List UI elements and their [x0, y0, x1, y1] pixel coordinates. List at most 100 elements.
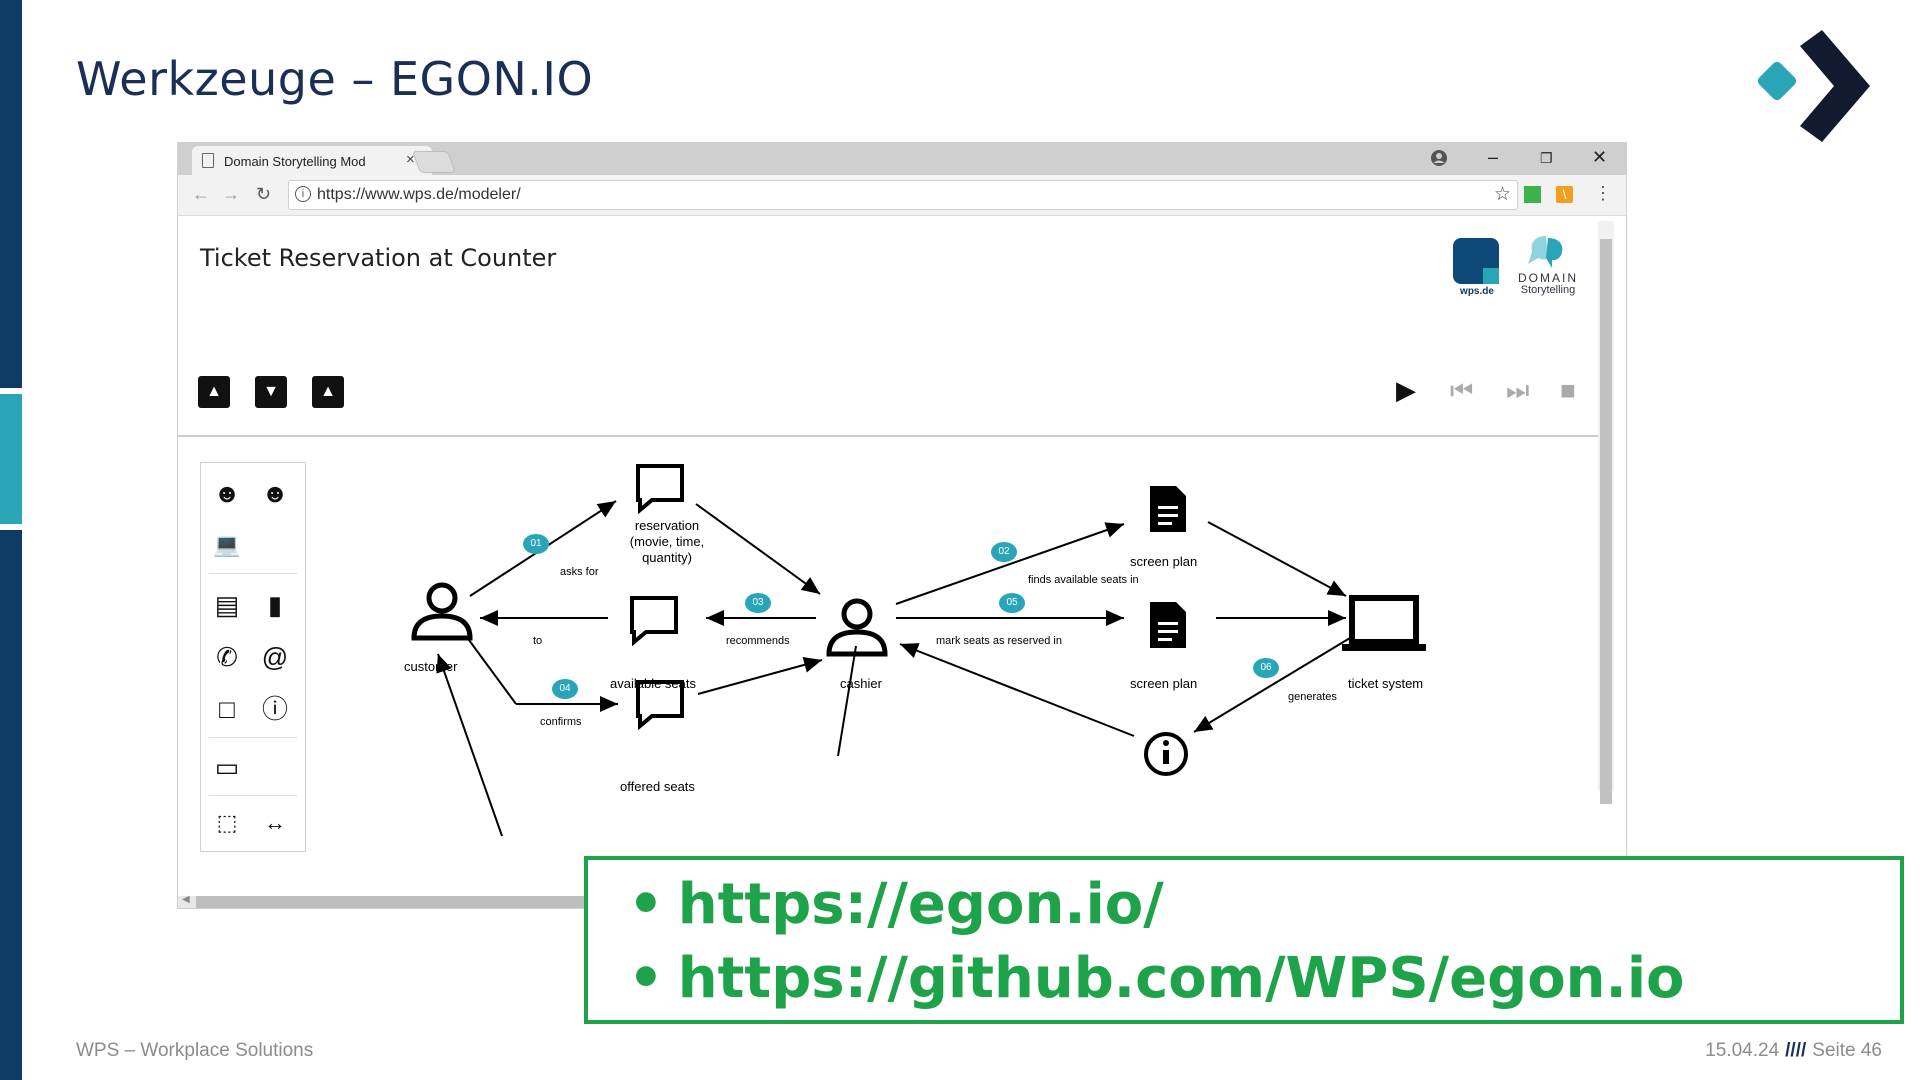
restore-button[interactable]: ❐ [1540, 150, 1553, 166]
activity-06-number: 06 [1260, 662, 1272, 673]
folder-icon[interactable]: ▮ [267, 590, 283, 620]
group-icon[interactable]: ☻ [261, 478, 289, 508]
browser-menu-icon[interactable]: ⋮ [1594, 183, 1612, 203]
browser-toolbar: ← → ↻ i https://www.wps.de/modeler/ ☆ \ … [178, 175, 1626, 216]
story-title: Ticket Reservation at Counter [200, 244, 557, 272]
info-icon[interactable]: ⓘ [261, 694, 288, 724]
available-seats-conversation-icon[interactable] [630, 596, 678, 647]
previous-step-icon[interactable]: ⏮ [1450, 375, 1474, 405]
screen-plan-document-icon[interactable] [1150, 602, 1186, 648]
bullet: • [628, 946, 664, 1011]
page-icon [202, 153, 214, 168]
activity-03-label: recommends [726, 635, 790, 647]
offered-seats-conversation-icon[interactable] [636, 680, 684, 731]
reservation-label-line: quantity) [642, 550, 692, 565]
tab-strip: Domain Storytelling Mod × – ❐ ✕ [178, 143, 1626, 175]
browser-tab[interactable]: Domain Storytelling Mod × [192, 146, 432, 175]
sheets-extension-icon[interactable] [1524, 186, 1541, 203]
address-bar[interactable]: i https://www.wps.de/modeler/ ☆ [288, 180, 1518, 210]
footer-date: 15.04.24 [1705, 1040, 1780, 1061]
image-export-icon[interactable]: ▲ [312, 376, 344, 408]
email-icon[interactable]: @ [261, 642, 289, 672]
link-github-text[interactable]: https://github.com/WPS/egon.io [677, 946, 1685, 1011]
footer-separator: //// [1785, 1040, 1807, 1061]
wps-logo [1453, 238, 1499, 284]
screen-plan-label: screen plan [1130, 676, 1198, 691]
story-diagram [411, 464, 1426, 837]
document-icon[interactable]: ▤ [214, 590, 240, 620]
cashier-actor-icon[interactable] [826, 598, 888, 657]
link-egon-io-text[interactable]: https://egon.io/ [677, 872, 1164, 937]
close-window-button[interactable]: ✕ [1592, 147, 1608, 167]
slide-title: Werkzeuge – EGON.IO [76, 52, 594, 106]
stop-icon[interactable]: ■ [1560, 375, 1576, 405]
activity-number-badges [523, 534, 1279, 699]
new-tab-button[interactable] [411, 151, 457, 173]
screen-plan-document-icon[interactable] [1150, 486, 1186, 532]
side-accent-bar-middle [0, 394, 22, 524]
activity-03-number: 03 [752, 597, 764, 608]
palette-divider [209, 573, 297, 574]
reload-button[interactable]: ↻ [256, 184, 272, 204]
vertical-scroll-thumb[interactable] [1600, 239, 1612, 804]
ticket-info-icon[interactable] [1144, 732, 1188, 776]
space-tool-icon[interactable]: ↔ [264, 810, 286, 835]
activity-06-label: generates [1288, 691, 1337, 703]
forward-button[interactable]: → [222, 184, 240, 204]
reservation-label-line: reservation [634, 518, 700, 533]
cashier-label: cashier [840, 676, 882, 691]
domain-storytelling-logo-icon [1528, 236, 1563, 268]
footer-page-number: Seite 46 [1812, 1040, 1882, 1061]
links-callout-box: •https://egon.io/ •https://github.com/WP… [584, 856, 1904, 1024]
horizontal-scrollbar[interactable]: ◀ [178, 894, 608, 908]
palette-divider [209, 737, 297, 738]
activity-04-label: confirms [540, 716, 582, 728]
back-button[interactable]: ← [192, 184, 210, 204]
conversation-icon[interactable]: □ [219, 694, 235, 724]
activity-05-label: mark seats as reserved in [936, 635, 1062, 647]
export-icon[interactable]: ▼ [255, 376, 287, 408]
system-icon[interactable]: 💻 [213, 532, 241, 557]
available-seats-label: available seats [610, 676, 696, 691]
side-accent-bar-top [0, 0, 22, 388]
import-icon[interactable]: ▲ [198, 376, 230, 408]
bullet: • [628, 872, 664, 937]
screen-plan-label: screen plan [1130, 554, 1198, 569]
rss-extension-icon[interactable]: \ [1556, 186, 1573, 203]
footer-company: WPS – Workplace Solutions [76, 1040, 314, 1061]
customer-label: customer [404, 659, 458, 674]
play-icon[interactable]: ▶ [1396, 375, 1416, 405]
activity-01-label: asks for [560, 566, 599, 578]
modeling-palette: ☻ ☻ 💻 ▤ ▮ ✆ @ □ ⓘ ▭ ⬚ ↔ [200, 462, 306, 852]
site-info-icon[interactable]: i [295, 186, 311, 202]
person-icon[interactable]: ☻ [213, 478, 241, 508]
activity-05-number: 05 [1006, 597, 1018, 608]
tab-title: Domain Storytelling Mod [224, 154, 366, 169]
scroll-left-icon[interactable]: ◀ [182, 894, 190, 905]
reservation-conversation-icon[interactable] [636, 464, 684, 515]
customer-actor-icon[interactable] [411, 582, 473, 641]
link-egon-io[interactable]: •https://egon.io/ [628, 872, 1164, 937]
link-github[interactable]: •https://github.com/WPS/egon.io [628, 946, 1684, 1011]
activity-01-number: 01 [530, 538, 542, 549]
next-step-icon[interactable]: ⏭ [1506, 375, 1530, 405]
phone-icon[interactable]: ✆ [216, 642, 238, 672]
footer-meta: 15.04.24////Seite 46 [1705, 1040, 1882, 1062]
horizontal-scroll-thumb[interactable] [196, 896, 608, 908]
palette-divider [209, 795, 297, 796]
activity-03-to-label: to [533, 635, 543, 647]
reservation-label-line: (movie, time, [629, 534, 705, 549]
offered-seats-label: offered seats [620, 779, 695, 794]
activity-02-label: finds available seats in [1028, 574, 1139, 586]
bookmark-star-icon[interactable]: ☆ [1493, 184, 1511, 205]
group-box-icon[interactable]: ▭ [214, 752, 240, 782]
activity-02-number: 02 [998, 546, 1010, 557]
account-icon[interactable] [1430, 149, 1448, 167]
tab-close-icon[interactable]: × [406, 151, 415, 168]
reservation-label: reservation (movie, time, quantity) [612, 518, 722, 566]
url-text: https://www.wps.de/modeler/ [317, 186, 521, 203]
minimize-button[interactable]: – [1488, 147, 1499, 167]
ticket-system-actor-icon[interactable] [1342, 595, 1426, 651]
vertical-scrollbar[interactable] [1598, 221, 1614, 804]
lasso-tool-icon[interactable]: ⬚ [216, 810, 238, 835]
